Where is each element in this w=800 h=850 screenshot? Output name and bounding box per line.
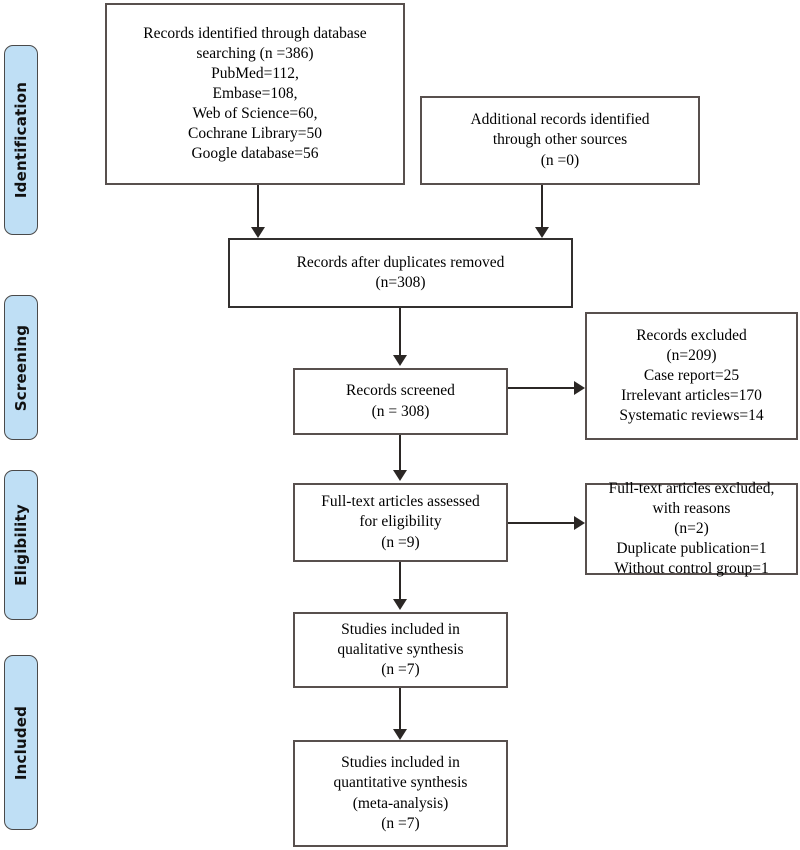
box-qualitative-synthesis: Studies included in qualitative synthesi… — [293, 612, 508, 688]
stage-label-included: Included — [12, 705, 31, 780]
connector-fulltext-to-excluded — [508, 522, 576, 524]
arrowhead-fulltext-to-qualitative — [393, 599, 407, 610]
box-duplicates-removed: Records after duplicates removed (n=308) — [228, 238, 573, 308]
stage-label-screening: Screening — [12, 324, 31, 411]
stage-pill-included: Included — [4, 655, 38, 830]
connector-fulltext-to-qualitative — [399, 562, 401, 600]
arrowhead-fulltext-to-excluded — [574, 516, 585, 530]
box-fulltext-assessed-text: Full-text articles assessed for eligibil… — [321, 493, 480, 551]
connector-other-sources-down — [541, 185, 543, 229]
box-records-excluded: Records excluded (n=209) Case report=25 … — [585, 312, 798, 440]
connector-qualitative-to-quantitative — [399, 688, 401, 730]
connector-screened-to-excluded — [508, 387, 576, 389]
arrowhead-other-sources-to-duplicates — [535, 227, 549, 238]
arrowhead-duplicates-to-screened — [393, 355, 407, 366]
stage-label-eligibility: Eligibility — [12, 504, 31, 586]
stage-pill-screening: Screening — [4, 295, 38, 440]
box-quantitative-synthesis-text: Studies included in quantitative synthes… — [333, 754, 468, 832]
box-duplicates-removed-text: Records after duplicates removed (n=308) — [296, 253, 505, 291]
box-records-screened-text: Records screened (n = 308) — [346, 382, 455, 420]
box-fulltext-assessed: Full-text articles assessed for eligibil… — [293, 483, 508, 562]
arrowhead-screened-to-fulltext — [393, 470, 407, 481]
box-other-sources-text: Additional records identified through ot… — [470, 111, 650, 169]
box-qualitative-synthesis-text: Studies included in qualitative synthesi… — [337, 620, 464, 679]
connector-duplicates-to-screened — [399, 308, 401, 356]
stage-pill-eligibility: Eligibility — [4, 470, 38, 620]
box-other-sources: Additional records identified through ot… — [420, 96, 700, 185]
box-records-excluded-text: Records excluded (n=209) Case report=25 … — [619, 326, 764, 425]
stage-label-identification: Identification — [12, 81, 31, 199]
stage-pill-identification: Identification — [4, 45, 38, 235]
box-fulltext-excluded: Full-text articles excluded, with reason… — [585, 480, 798, 577]
box-records-screened: Records screened (n = 308) — [293, 368, 508, 435]
arrowhead-qualitative-to-quantitative — [393, 729, 407, 740]
box-fulltext-excluded-text: Full-text articles excluded, with reason… — [608, 479, 775, 578]
box-database-search: Records identified through database sear… — [105, 3, 405, 185]
arrowhead-screened-to-excluded — [574, 381, 585, 395]
box-quantitative-synthesis: Studies included in quantitative synthes… — [293, 740, 508, 847]
connector-database-search-down — [257, 185, 259, 229]
box-database-search-text: Records identified through database sear… — [143, 24, 367, 163]
arrowhead-database-search-to-duplicates — [251, 227, 265, 238]
connector-screened-to-fulltext — [399, 435, 401, 471]
